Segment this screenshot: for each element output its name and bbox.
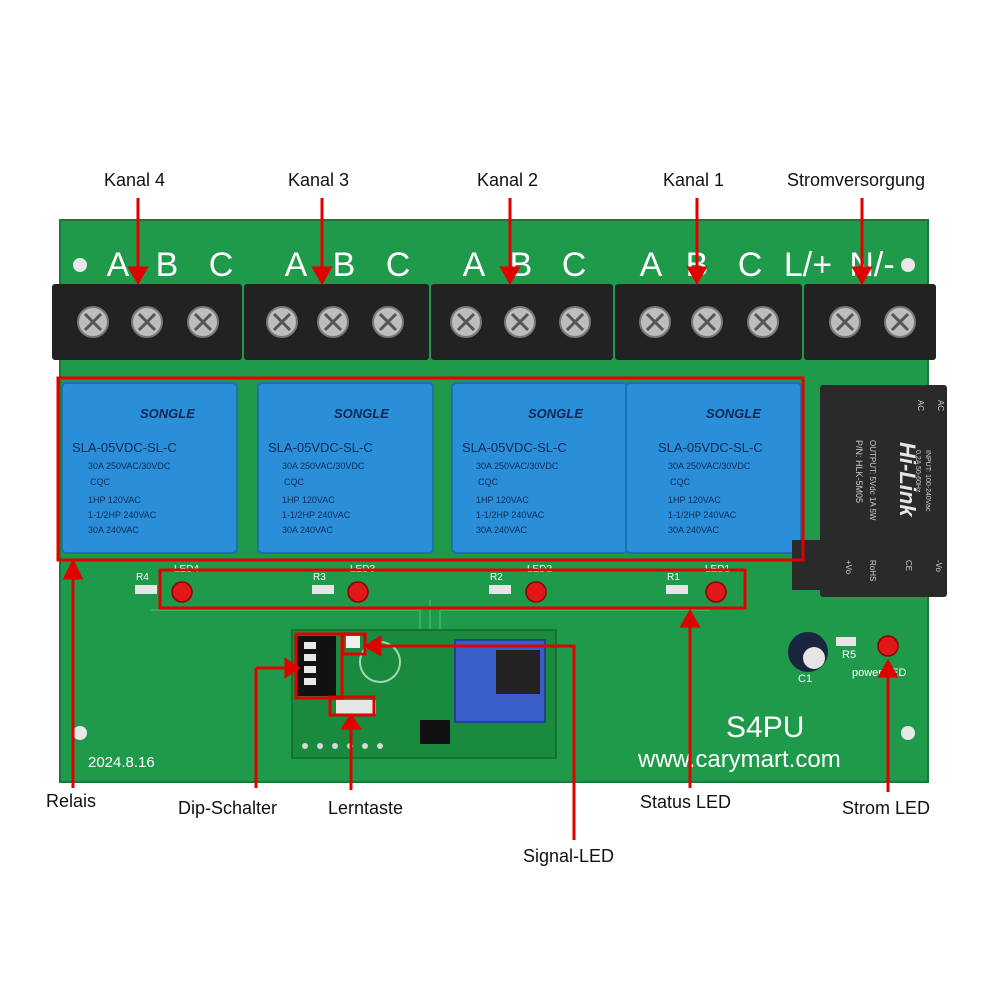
- relay-cqc: CQC: [284, 477, 305, 487]
- r1-label: R1: [667, 572, 680, 583]
- relay-cqc: CQC: [90, 477, 111, 487]
- relay-rating: 30A 250VAC/30VDC: [668, 461, 751, 471]
- r2-label: R2: [490, 572, 503, 583]
- relais-label: Relais: [46, 791, 97, 811]
- dip-schalter-label: Dip-Schalter: [178, 798, 278, 818]
- psu-model: P/N: HLK-5M05: [854, 440, 864, 503]
- relay-brand: SONGLE: [528, 406, 583, 421]
- relais-box: [56, 376, 805, 562]
- terminal-label-c: C: [209, 246, 234, 284]
- stromversorgung-label: Stromversorgung: [787, 170, 926, 190]
- psu-ac: AC: [916, 400, 925, 411]
- relay-hp2: 1-1/2HP 240VAC: [668, 510, 737, 520]
- terminal-label-a: A: [285, 246, 308, 284]
- kanal-1-label: Kanal 1: [663, 170, 725, 190]
- relay-hp2: 1-1/2HP 240VAC: [88, 510, 157, 520]
- relay-hp1: 1HP 120VAC: [476, 495, 529, 505]
- relay-4: SONGLE SLA-05VDC-SL-C 30A 250VAC/30VDC C…: [61, 382, 238, 554]
- relay-hp1: 1HP 120VAC: [282, 495, 335, 505]
- terminal-label-c: C: [386, 246, 411, 284]
- relay-2: SONGLE SLA-05VDC-SL-C 30A 250VAC/30VDC C…: [451, 382, 628, 554]
- psu-ac: AC: [936, 400, 945, 411]
- psu-brand: Hi-Link: [895, 442, 920, 518]
- relay-hp1: 1HP 120VAC: [88, 495, 141, 505]
- signal-led-label: Signal-LED: [523, 846, 615, 866]
- terminal-label-a: A: [463, 246, 486, 284]
- relay-brand: SONGLE: [140, 406, 195, 421]
- psu-input: INPUT: 100-240Vac: [924, 450, 931, 512]
- resistor-pads: [135, 585, 688, 594]
- psu-vo-neg: -Vo: [934, 560, 943, 573]
- relay-rating: 30A 250VAC/30VDC: [476, 461, 559, 471]
- relay-model: SLA-05VDC-SL-C: [268, 440, 373, 455]
- terminal-label-n: N/-: [849, 246, 894, 284]
- mount-hole: [73, 258, 87, 272]
- board-date: 2024.8.16: [88, 754, 155, 771]
- relay-rating: 30A 250VAC/30VDC: [88, 461, 171, 471]
- kanal-2-label: Kanal 2: [477, 170, 539, 190]
- relay-brand: SONGLE: [706, 406, 761, 421]
- relay-hp1: 1HP 120VAC: [668, 495, 721, 505]
- status-led-box: [158, 568, 747, 610]
- status-led-icons: [171, 581, 727, 603]
- board-url: www.carymart.com: [637, 746, 841, 773]
- lerntaste-label: Lerntaste: [328, 798, 404, 818]
- relay-amp: 30A 240VAC: [88, 525, 139, 535]
- power-module: Hi-Link P/N: HLK-5M05 OUTPUT: 5Vdc 1A 5W…: [792, 385, 947, 597]
- relay-3: SONGLE SLA-05VDC-SL-C 30A 250VAC/30VDC C…: [257, 382, 434, 554]
- strom-led-label: Strom LED: [842, 798, 931, 818]
- callout-arrows: [62, 198, 899, 840]
- relay-cqc: CQC: [670, 477, 691, 487]
- r3-label: R3: [313, 572, 326, 583]
- capacitor-c1: [788, 632, 828, 672]
- mount-hole: [901, 258, 915, 272]
- relay-amp: 30A 240VAC: [668, 525, 719, 535]
- relay-rating: 30A 250VAC/30VDC: [282, 461, 365, 471]
- relay-1: SONGLE SLA-05VDC-SL-C 30A 250VAC/30VDC C…: [625, 382, 802, 554]
- kanal-3-label: Kanal 3: [288, 170, 350, 190]
- psu-input-2: 0.2A 50-60Hz: [914, 450, 921, 493]
- pcb-traces: [150, 600, 710, 630]
- relay-hp2: 1-1/2HP 240VAC: [476, 510, 545, 520]
- terminal-label-c: C: [562, 246, 587, 284]
- relay-model: SLA-05VDC-SL-C: [658, 440, 763, 455]
- c1-label: C1: [798, 673, 812, 685]
- relay-hp2: 1-1/2HP 240VAC: [282, 510, 351, 520]
- relay-cqc: CQC: [478, 477, 499, 487]
- r5-label: R5: [842, 649, 856, 661]
- terminal-label-c: C: [738, 246, 763, 284]
- terminal-label-a: A: [640, 246, 663, 284]
- rf-module: [291, 629, 557, 759]
- status-led-label: Status LED: [640, 792, 732, 812]
- psu-ce: CE: [904, 560, 913, 571]
- psu-output: OUTPUT: 5Vdc 1A 5W: [868, 440, 877, 521]
- mount-hole: [901, 726, 915, 740]
- power-led-icon: [877, 635, 899, 657]
- terminal-label-b: B: [156, 246, 179, 284]
- terminal-label-b: B: [333, 246, 356, 284]
- psu-vo-pos: +Vo: [844, 560, 853, 575]
- relay-amp: 30A 240VAC: [476, 525, 527, 535]
- board-model: S4PU: [726, 711, 804, 744]
- relay-amp: 30A 240VAC: [282, 525, 333, 535]
- mount-hole: [73, 726, 87, 740]
- terminal-label-a: A: [107, 246, 130, 284]
- r5-pad: [836, 637, 856, 646]
- r4-label: R4: [136, 572, 149, 583]
- signal-led-box: [341, 632, 367, 656]
- terminal-label-l: L/+: [784, 246, 832, 284]
- relay-model: SLA-05VDC-SL-C: [72, 440, 177, 455]
- kanal-4-label: Kanal 4: [104, 170, 166, 190]
- relay-brand: SONGLE: [334, 406, 389, 421]
- relay-model: SLA-05VDC-SL-C: [462, 440, 567, 455]
- psu-rohs: RoHS: [868, 560, 877, 581]
